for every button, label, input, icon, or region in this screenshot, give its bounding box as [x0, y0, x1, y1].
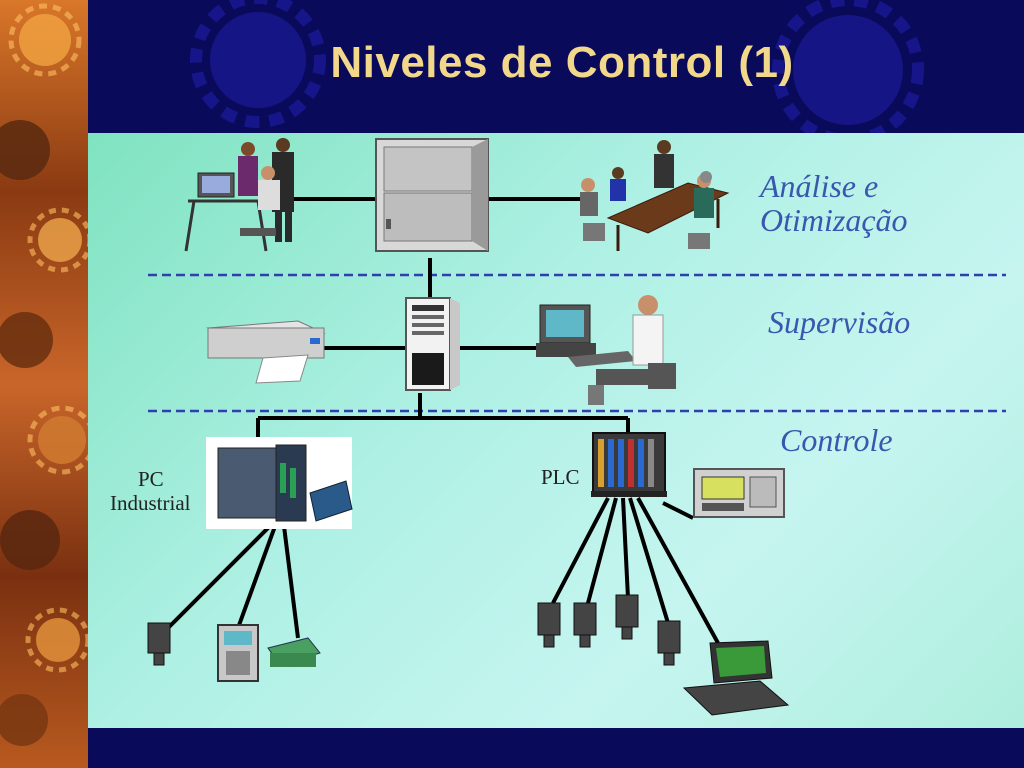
network-wires	[161, 197, 720, 644]
supervisory-server-icon	[405, 297, 460, 391]
sensor-icon	[147, 594, 681, 666]
device-label-industrial: Industrial	[110, 491, 191, 515]
computer-icon	[536, 304, 636, 367]
handheld-icon	[217, 624, 259, 682]
server-icon	[375, 138, 489, 252]
hmi-panel-icon	[693, 468, 785, 518]
bottom-bar	[88, 728, 1024, 768]
device-label-pc: PC	[138, 467, 164, 491]
device-label-pc-industrial: PC Industrial	[110, 467, 210, 515]
workstation-icon	[184, 138, 294, 252]
level-label-control: Controle	[780, 422, 893, 458]
printer-icon	[206, 320, 326, 384]
level-label-analysis: Análise e Otimização	[760, 169, 908, 237]
operator-icon	[588, 295, 676, 405]
device-label-plc: PLC	[541, 465, 580, 489]
level-label-analysis-line1: Análise e	[760, 168, 879, 204]
level-label-analysis-line2: Otimização	[760, 202, 908, 238]
diagram-panel: Análise e Otimização Supervisão Controle…	[88, 133, 1024, 728]
control-levels-diagram	[147, 138, 1006, 716]
laptop-icon	[682, 640, 790, 716]
slide-title: Niveles de Control (1)	[330, 38, 794, 87]
gear-decoration-strip	[0, 0, 88, 768]
meeting-icon	[580, 140, 730, 251]
industrial-pc-icon	[206, 437, 353, 529]
background-gears	[190, 0, 924, 140]
plc-rack-icon	[591, 432, 667, 497]
level-label-supervision: Supervisão	[768, 304, 911, 340]
gear-icon	[0, 14, 86, 746]
connector-icon	[267, 637, 321, 667]
